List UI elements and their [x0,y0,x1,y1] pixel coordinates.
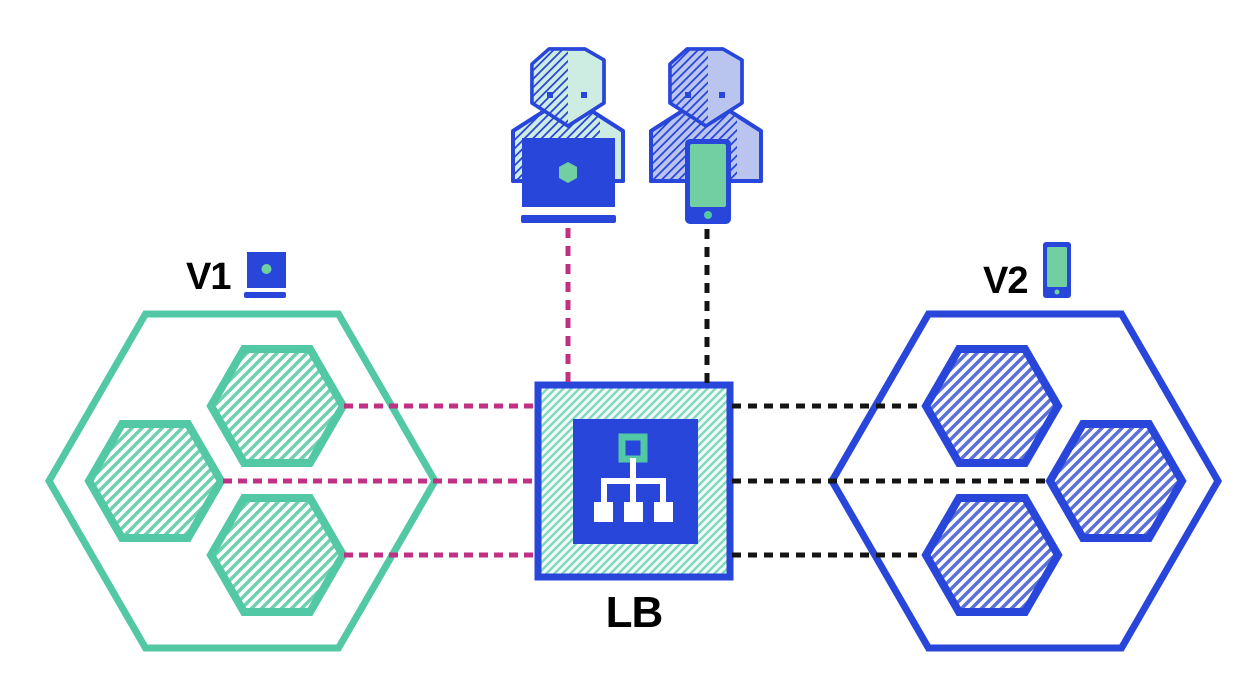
v1-pod-hexagon-top [206,345,348,467]
sitemap-icon [594,433,673,522]
phone-user-head-outline [668,47,744,128]
sitemap-leaf-middle [624,502,643,522]
user-with-laptop-icon [511,47,625,223]
laptop-icon [244,252,286,298]
sitemap-leaf-left [594,502,613,522]
phone-icon-button [1054,289,1060,295]
phone-user-right-eye [719,92,725,98]
v2-label-group: V2 [983,242,1071,302]
load-balancer-node: LB [534,381,734,637]
laptop-user-head-outline [530,47,606,128]
v2-pod-hexagon-top [921,345,1063,467]
phone-screen [690,144,726,207]
phone-user-left-eye [685,92,691,98]
v2-pod-hexagon-middle [1045,420,1187,542]
laptop-icon-base [244,292,286,298]
phone-icon [1043,242,1071,298]
user-with-phone-icon [649,47,763,224]
v2-label: V2 [983,260,1027,302]
phone-icon-screen [1047,247,1067,287]
v2-pod-hexagon-bottom [921,494,1063,616]
phone-home-button [704,211,712,219]
laptop-base [521,215,616,223]
sitemap-leaf-right [654,502,673,522]
v1-label: V1 [186,256,231,298]
laptop-user-right-eye [581,92,587,98]
v1-pod-hexagon-bottom [206,494,348,616]
v1-pod-hexagon-middle [84,420,226,542]
lb-label: LB [606,588,663,637]
v2-traffic-edges [704,229,1048,558]
laptop-logo-dot [559,162,577,183]
sitemap-branches [601,458,666,504]
v1-traffic-edges [223,228,571,558]
laptop-icon-dot [261,264,272,274]
laptop-user-left-eye [547,92,553,98]
v1-label-group: V1 [186,252,286,298]
